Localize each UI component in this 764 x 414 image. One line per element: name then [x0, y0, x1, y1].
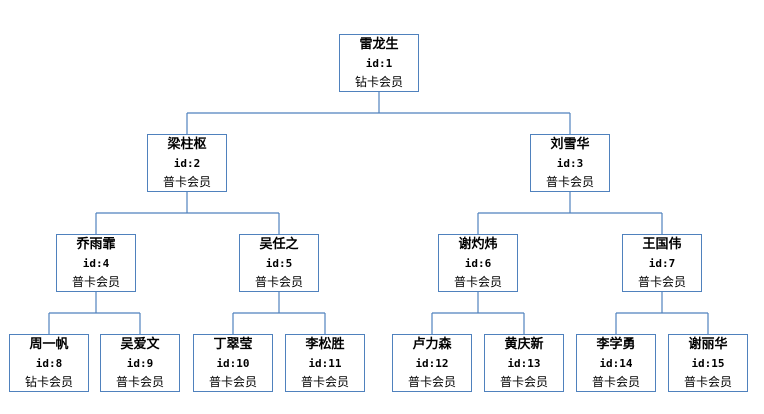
- member-node-12: 卢力森 id:12 普卡会员: [392, 334, 472, 392]
- member-name: 吴爱文: [120, 336, 160, 352]
- member-level: 钻卡会员: [24, 374, 73, 389]
- member-node-10: 丁翠莹 id:10 普卡会员: [193, 334, 273, 392]
- member-node-11: 李松胜 id:11 普卡会员: [285, 334, 365, 392]
- member-name: 谢灼炜: [458, 236, 498, 252]
- member-name: 李学勇: [596, 336, 636, 352]
- member-name: 丁翠莹: [213, 336, 253, 352]
- member-node-7: 王国伟 id:7 普卡会员: [622, 234, 702, 292]
- member-name: 吴任之: [259, 236, 299, 252]
- member-name: 王国伟: [642, 236, 682, 252]
- member-node-3: 刘雪华 id:3 普卡会员: [530, 134, 610, 192]
- member-node-13: 黄庆新 id:13 普卡会员: [484, 334, 564, 392]
- member-name: 李松胜: [305, 336, 345, 352]
- member-name: 周一帆: [29, 336, 69, 352]
- member-name: 谢丽华: [688, 336, 728, 352]
- member-id: id:14: [599, 356, 633, 370]
- member-node-15: 谢丽华 id:15 普卡会员: [668, 334, 748, 392]
- member-node-5: 吴任之 id:5 普卡会员: [239, 234, 319, 292]
- member-node-6: 谢灼炜 id:6 普卡会员: [438, 234, 518, 292]
- member-id: id:9: [126, 356, 154, 370]
- member-level: 普卡会员: [545, 174, 594, 189]
- member-level: 普卡会员: [208, 374, 257, 389]
- member-level: 普卡会员: [254, 274, 303, 289]
- member-id: id:7: [648, 256, 676, 270]
- member-id: id:12: [415, 356, 449, 370]
- member-level: 普卡会员: [683, 374, 732, 389]
- member-id: id:15: [691, 356, 725, 370]
- member-id: id:4: [82, 256, 110, 270]
- member-id: id:5: [265, 256, 293, 270]
- member-level: 普卡会员: [407, 374, 456, 389]
- member-level: 普卡会员: [162, 174, 211, 189]
- member-id: id:1: [365, 56, 393, 70]
- member-id: id:2: [173, 156, 201, 170]
- member-name: 刘雪华: [550, 136, 590, 152]
- member-name: 梁柱枢: [167, 136, 207, 152]
- member-level: 普卡会员: [453, 274, 502, 289]
- member-level: 普卡会员: [71, 274, 120, 289]
- member-level: 普卡会员: [637, 274, 686, 289]
- member-node-9: 吴爱文 id:9 普卡会员: [100, 334, 180, 392]
- member-id: id:3: [556, 156, 584, 170]
- member-level: 普卡会员: [115, 374, 164, 389]
- member-node-4: 乔雨霏 id:4 普卡会员: [56, 234, 136, 292]
- member-level: 钻卡会员: [354, 74, 403, 89]
- member-node-2: 梁柱枢 id:2 普卡会员: [147, 134, 227, 192]
- member-id: id:10: [216, 356, 250, 370]
- member-name: 乔雨霏: [76, 236, 116, 252]
- member-level: 普卡会员: [591, 374, 640, 389]
- member-id: id:13: [507, 356, 541, 370]
- member-name: 卢力森: [412, 336, 452, 352]
- member-id: id:11: [308, 356, 342, 370]
- member-name: 雷龙生: [359, 36, 399, 52]
- member-level: 普卡会员: [499, 374, 548, 389]
- member-id: id:6: [464, 256, 492, 270]
- member-name: 黄庆新: [504, 336, 544, 352]
- member-node-8: 周一帆 id:8 钻卡会员: [9, 334, 89, 392]
- member-node-14: 李学勇 id:14 普卡会员: [576, 334, 656, 392]
- member-level: 普卡会员: [300, 374, 349, 389]
- member-node-1: 雷龙生 id:1 钻卡会员: [339, 34, 419, 92]
- member-id: id:8: [35, 356, 63, 370]
